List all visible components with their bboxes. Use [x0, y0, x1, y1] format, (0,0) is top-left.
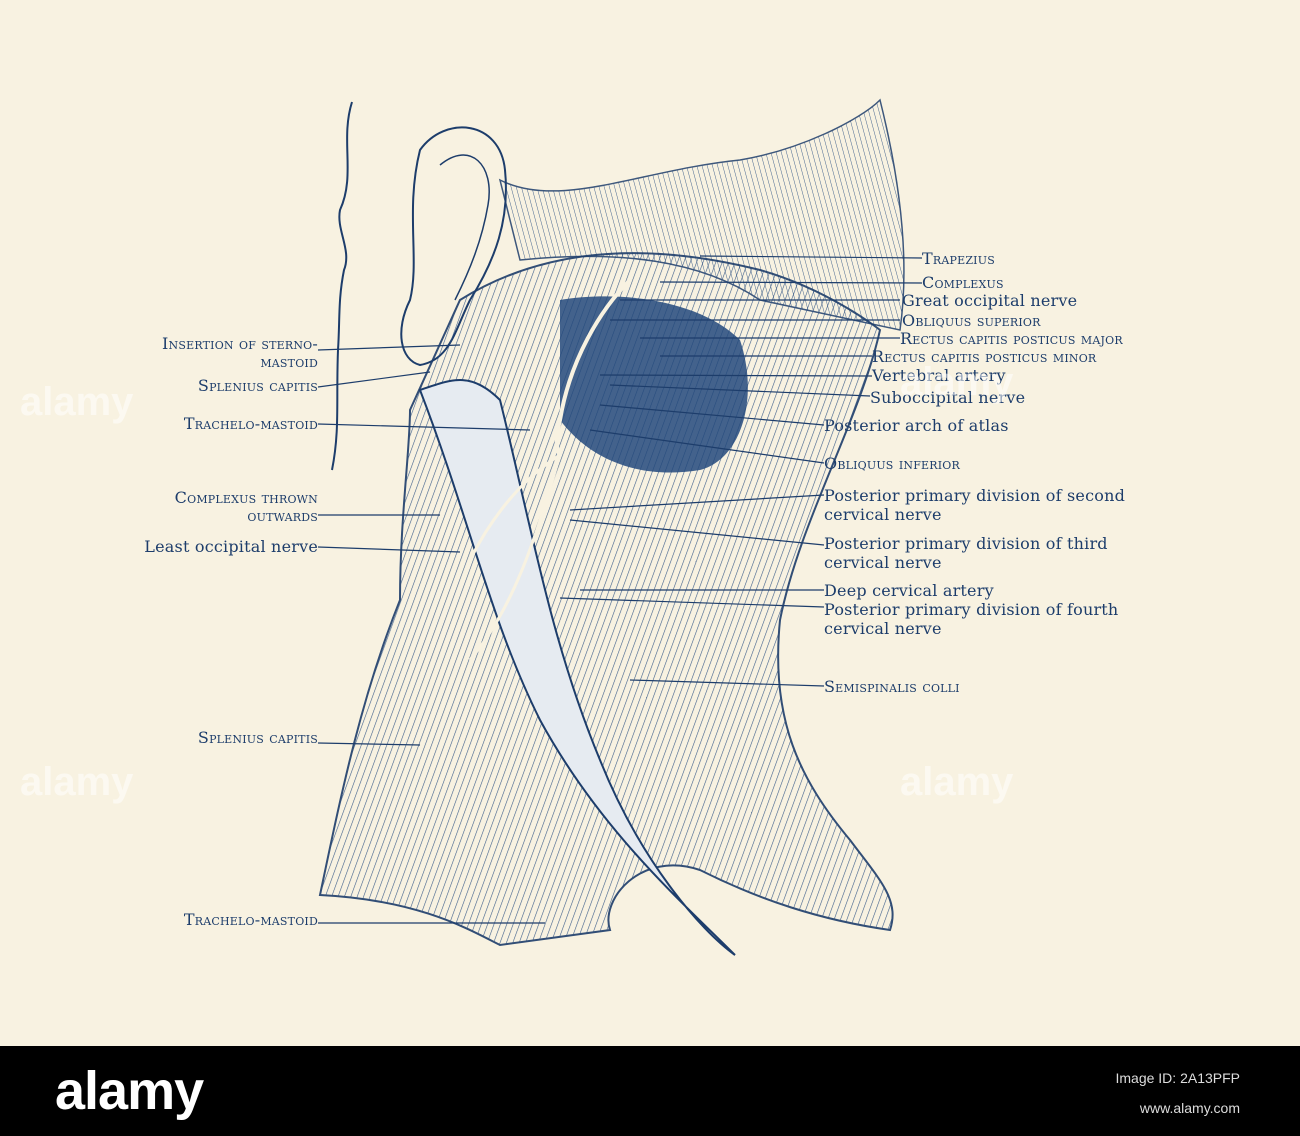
face-profile: [331, 101, 353, 471]
great-occipital-nerve: [554, 278, 632, 457]
label-rectus-minor: Rectus capitis posticus minor: [872, 347, 1097, 366]
label-deep-cervical-artery: Deep cervical artery: [824, 581, 994, 600]
label-insertion-sterno-line2: mastoid: [260, 352, 318, 371]
label-rectus-major: Rectus capitis posticus major: [900, 329, 1123, 348]
label-ppd-second-line1: Posterior primary division of second: [824, 486, 1126, 505]
label-ppd-second-line2: cervical nerve: [824, 505, 942, 524]
label-trachelo-mastoid-lower: Trachelo-mastoid: [183, 910, 318, 929]
neck-anatomy-illustration: [317, 98, 923, 956]
label-posterior-arch-atlas: Posterior arch of atlas: [824, 416, 1009, 435]
alamy-logo: alamy: [55, 1061, 204, 1121]
label-suboccipital-nerve: Suboccipital nerve: [870, 388, 1026, 407]
label-splenius-capitis-upper: Splenius capitis: [197, 376, 318, 395]
label-ppd-third-line1: Posterior primary division of third: [824, 534, 1108, 553]
label-insertion-sterno-line1: Insertion of sterno-: [162, 334, 318, 353]
label-least-occipital-nerve: Least occipital nerve: [144, 537, 318, 556]
label-complexus-thrown-line1: Complexus thrown: [174, 488, 318, 507]
label-ppd-fourth-line1: Posterior primary division of fourth: [824, 600, 1119, 619]
footer-url: www.alamy.com: [1139, 1100, 1240, 1116]
label-obliquus-superior: Obliquus superior: [902, 311, 1041, 330]
label-complexus-thrown-line2: outwards: [247, 506, 318, 525]
label-trachelo-mastoid-upper: Trachelo-mastoid: [183, 414, 318, 433]
complexus-flap: [418, 379, 736, 956]
label-splenius-capitis-lower: Splenius capitis: [197, 728, 318, 747]
label-trapezius: Trapezius: [922, 249, 995, 268]
label-ppd-third-line2: cervical nerve: [824, 553, 942, 572]
deep-region: [560, 296, 748, 473]
footer-bar: alamy Image ID: 2A13PFP www.alamy.com: [0, 1046, 1300, 1136]
plate: Trapezius Complexus Great occipital nerv…: [20, 98, 1126, 956]
label-obliquus-inferior: Obliquus inferior: [824, 454, 960, 473]
image-id: Image ID: 2A13PFP: [1115, 1070, 1240, 1086]
label-vertebral-artery: Vertebral artery: [872, 366, 1006, 385]
label-semispinalis-colli: Semispinalis colli: [824, 677, 960, 696]
label-complexus: Complexus: [922, 273, 1004, 292]
label-ppd-fourth-line2: cervical nerve: [824, 619, 942, 638]
label-great-occipital-nerve: Great occipital nerve: [902, 291, 1078, 310]
